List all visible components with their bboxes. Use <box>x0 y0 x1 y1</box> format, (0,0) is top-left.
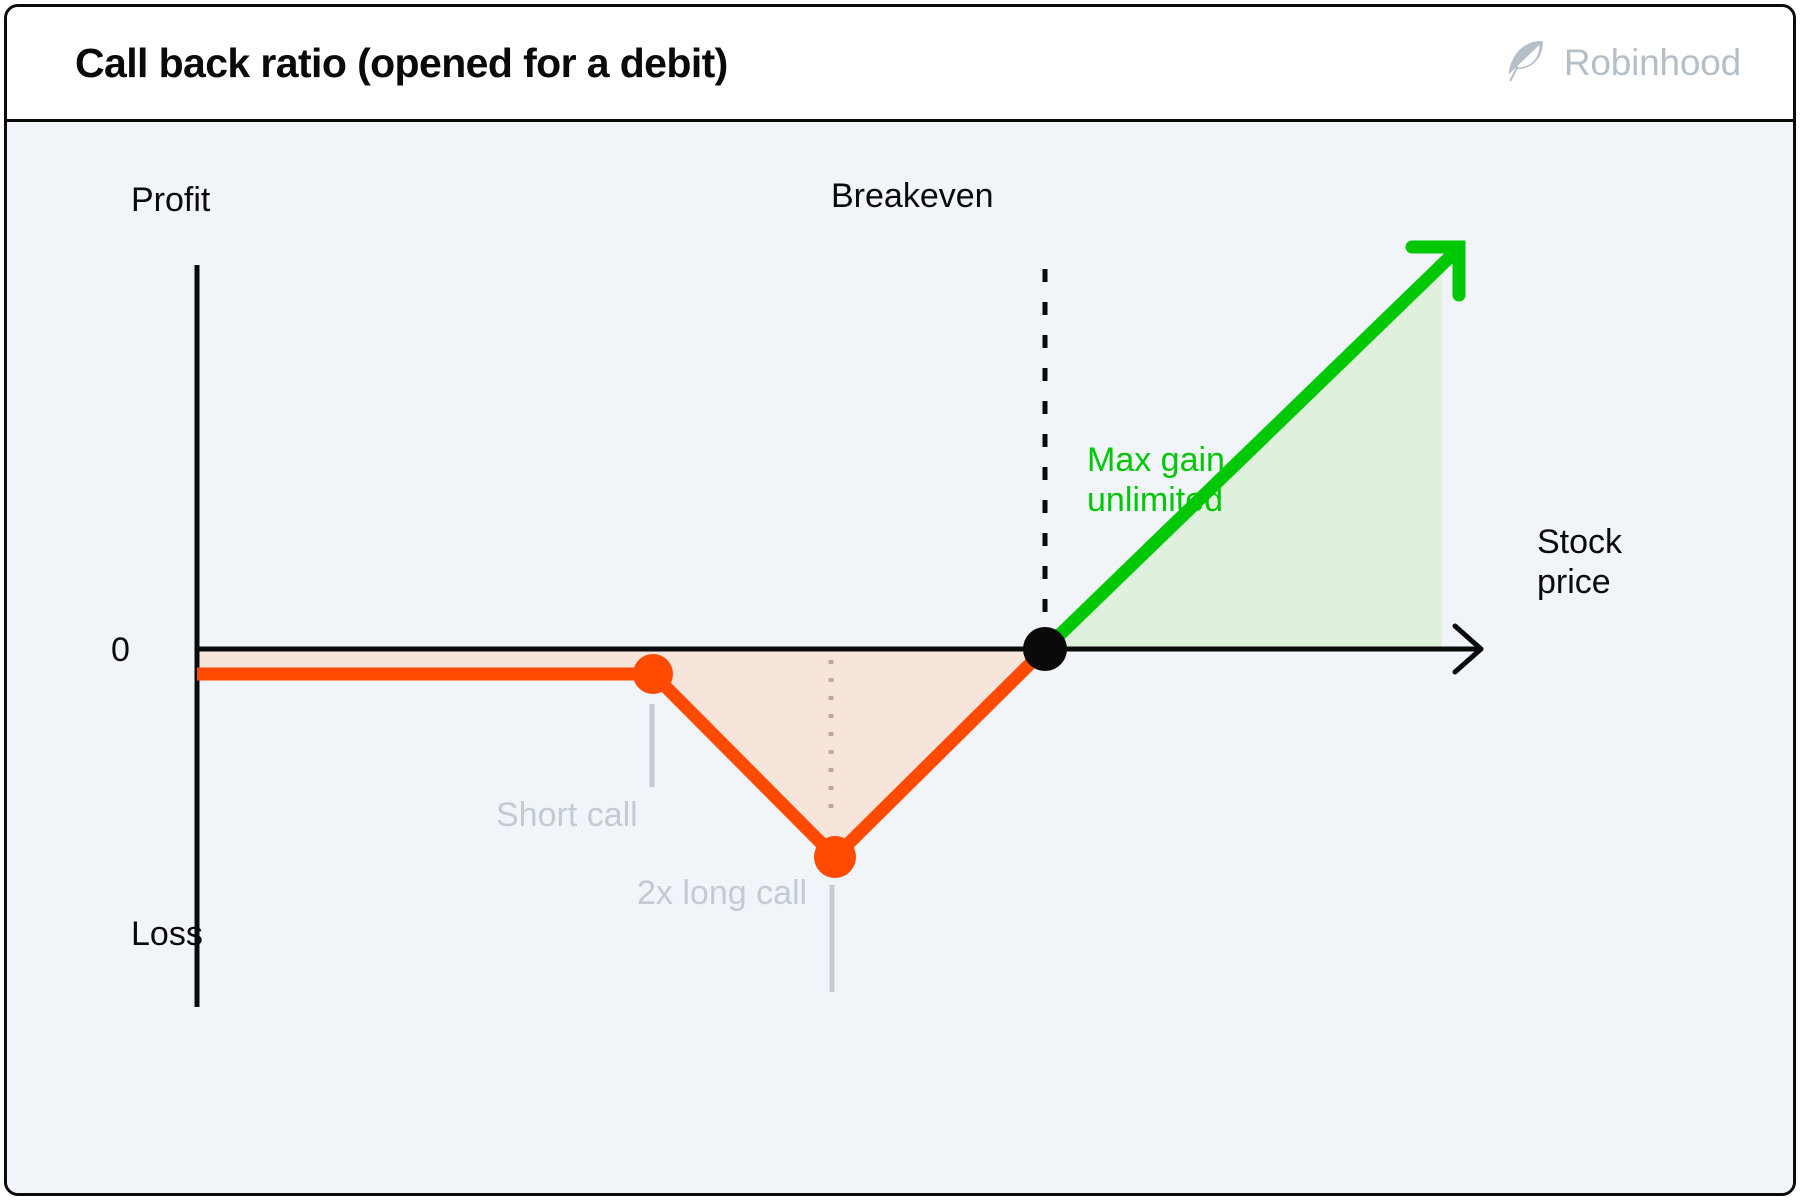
payoff-chart-svg <box>194 240 1484 1007</box>
y-axis-label-profit: Profit <box>131 181 211 219</box>
card-header: Call back ratio (opened for a debit) Rob… <box>7 7 1793 122</box>
page-title: Call back ratio (opened for a debit) <box>75 39 728 86</box>
gain-arrowhead <box>1405 240 1466 302</box>
short-call-dot <box>633 654 673 694</box>
breakeven-label: Breakeven <box>831 177 994 215</box>
x-axis-label-line2: price <box>1537 563 1611 602</box>
max-gain-line1: Max gain <box>1087 441 1225 479</box>
brand-name: Robinhood <box>1563 42 1741 83</box>
short-call-label: Short call <box>496 796 638 834</box>
max-gain-label: Max gain unlimited <box>1087 440 1225 520</box>
card-frame: Call back ratio (opened for a debit) Rob… <box>4 4 1796 1196</box>
gain-payoff-line <box>1040 247 1460 654</box>
chart-area: Profit 0 Loss Breakeven Stock price Max … <box>7 122 1793 1193</box>
feather-icon <box>1503 38 1547 89</box>
y-axis-label-loss: Loss <box>131 915 203 953</box>
breakeven-dot <box>1023 627 1067 671</box>
max-gain-line2: unlimited <box>1087 481 1224 520</box>
long-call-label: 2x long call <box>637 874 808 912</box>
x-axis-arrowhead <box>1452 623 1484 675</box>
x-axis-label-line1: Stock <box>1537 523 1623 561</box>
loss-payoff-line <box>197 644 1050 867</box>
x-axis-label-stock-price: Stock price <box>1537 522 1622 602</box>
y-axis-label-zero: 0 <box>111 631 130 669</box>
long-call-dot <box>814 836 856 878</box>
brand-logo: Robinhood <box>1503 38 1741 89</box>
